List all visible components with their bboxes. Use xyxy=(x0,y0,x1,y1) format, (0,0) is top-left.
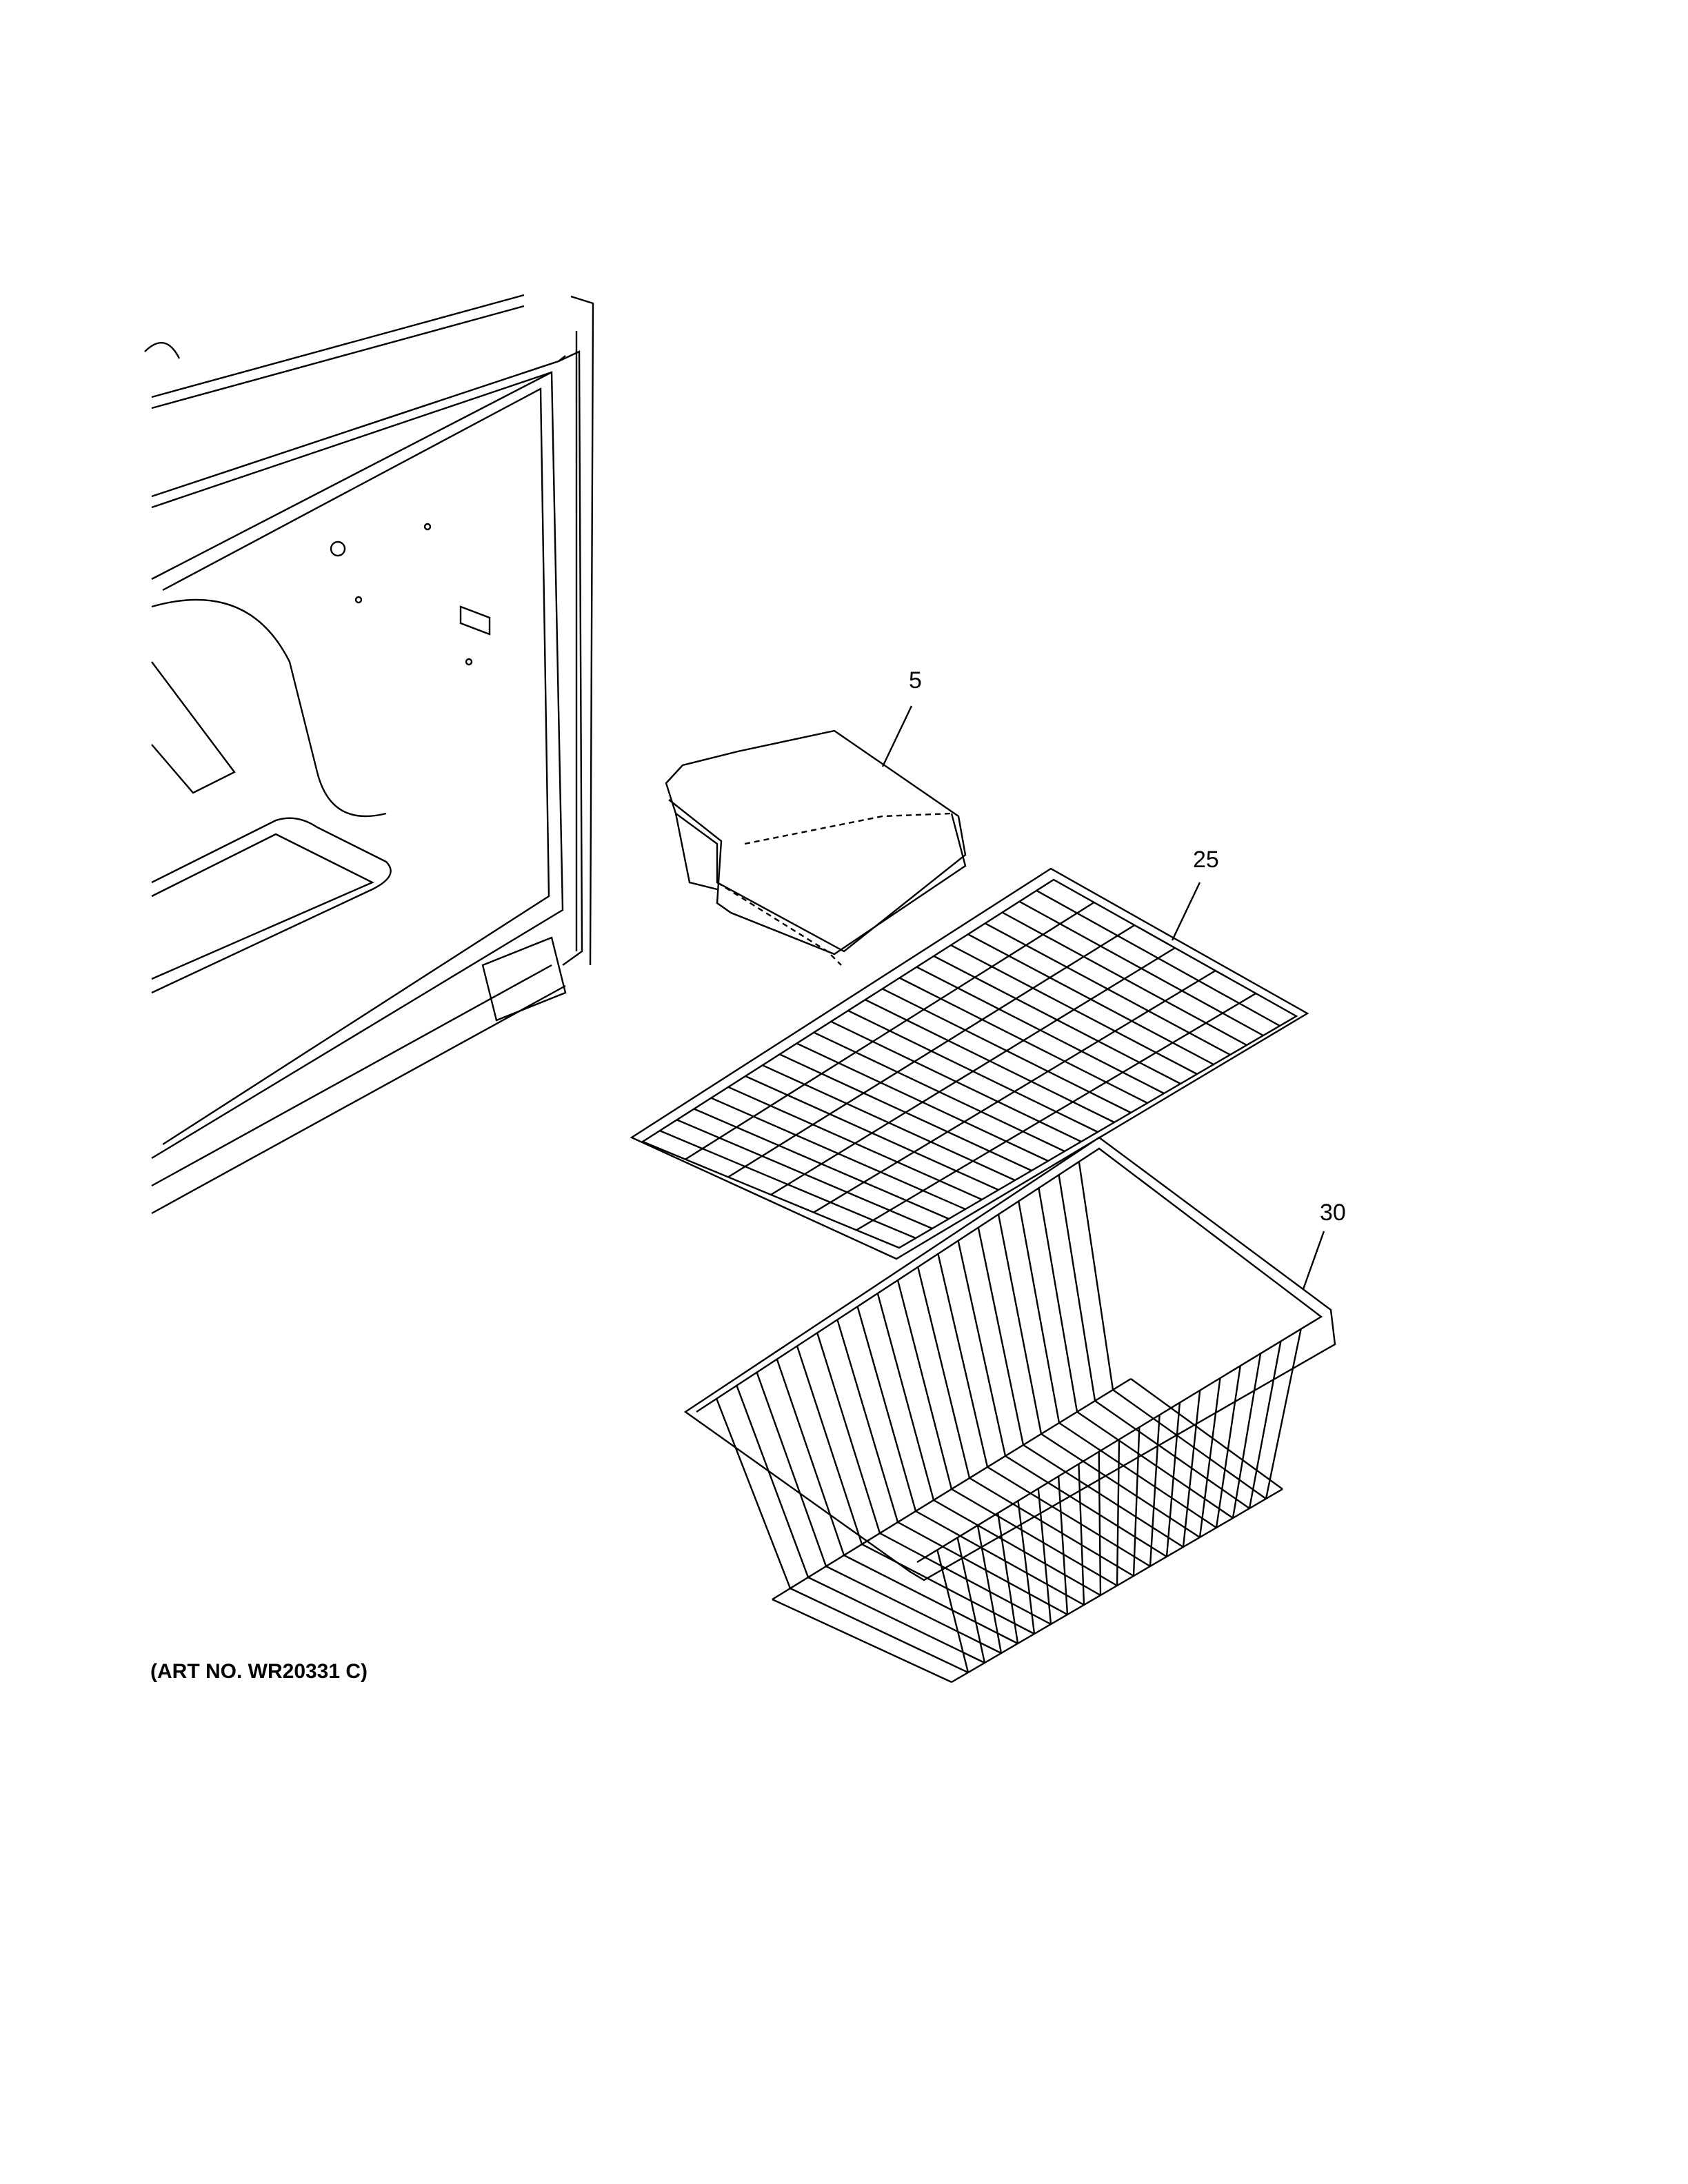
shelf-crossbar xyxy=(856,992,1256,1231)
basket-front-wire xyxy=(1116,1439,1121,1586)
freezer-cabinet xyxy=(144,294,594,1215)
basket-floor-wire xyxy=(1094,1400,1250,1509)
wire-shelf xyxy=(630,867,1309,1260)
basket-floor-wire xyxy=(1112,1389,1267,1499)
basket-front-wire xyxy=(997,1513,1019,1644)
ice-bin xyxy=(665,729,967,966)
basket-floor-wire xyxy=(1041,1433,1200,1539)
basket-side-wire xyxy=(796,1346,863,1545)
basket-bottom-edge xyxy=(772,1377,1132,1601)
basket-front-wire xyxy=(1149,1415,1160,1567)
shelf-crossbar xyxy=(770,947,1176,1196)
basket-floor-wire xyxy=(933,1499,1101,1597)
basket-front-wire xyxy=(976,1525,1003,1654)
basket-bottom-edge xyxy=(951,1488,1283,1684)
basket-front-wire xyxy=(1198,1377,1221,1538)
basket-bottom-edge xyxy=(772,1598,952,1684)
basket-side-wire xyxy=(856,1306,917,1512)
basket-front-wire xyxy=(1132,1427,1141,1577)
basket-front-wire xyxy=(1165,1402,1181,1557)
basket-floor-wire xyxy=(1058,1422,1217,1528)
basket-front-wire xyxy=(1078,1464,1085,1606)
basket-floor-wire xyxy=(790,1587,969,1674)
basket-floor-wire xyxy=(915,1510,1085,1606)
basket-front-wire xyxy=(1098,1451,1102,1596)
basket-side-wire xyxy=(716,1398,792,1589)
basket-floor-wire xyxy=(807,1576,985,1664)
art-number: (ART NO. WR20331 C) xyxy=(150,1660,368,1683)
shelf-crossbar xyxy=(813,969,1216,1213)
basket-side-wire xyxy=(836,1319,899,1523)
wire-basket xyxy=(683,1136,1336,1684)
shelf-crossbar xyxy=(685,901,1095,1160)
basket-side-wire xyxy=(1018,1201,1061,1424)
basket-floor-wire xyxy=(969,1477,1134,1577)
basket-floor-wire xyxy=(825,1565,1002,1655)
basket-floor-wire xyxy=(1005,1455,1167,1558)
basket-floor-wire xyxy=(987,1466,1151,1568)
basket-side-wire xyxy=(756,1372,827,1567)
basket-floor-wire xyxy=(879,1532,1052,1626)
basket-side-wire xyxy=(1058,1175,1096,1402)
basket-side-wire xyxy=(977,1227,1025,1446)
basket-floor-wire xyxy=(843,1554,1018,1645)
basket-side-wire xyxy=(876,1293,935,1501)
basket-side-wire xyxy=(1038,1188,1078,1413)
basket-side-wire xyxy=(997,1214,1043,1435)
basket-floor-wire xyxy=(1076,1411,1234,1519)
basket-side-wire xyxy=(776,1359,845,1556)
callout-25: 25 xyxy=(1193,847,1219,873)
shelf-crossbar xyxy=(727,924,1135,1178)
basket-floor-wire xyxy=(861,1543,1035,1635)
basket-side-wire xyxy=(896,1280,953,1490)
basket-front-wire xyxy=(1017,1500,1036,1635)
basket-front-wire xyxy=(1248,1341,1282,1509)
basket-side-wire xyxy=(957,1240,1007,1457)
basket-side-wire xyxy=(937,1253,989,1468)
basket-floor-wire xyxy=(951,1488,1118,1587)
basket-side-wire xyxy=(816,1333,881,1534)
basket-front-wire xyxy=(1215,1366,1241,1528)
basket-side-wire xyxy=(1078,1161,1114,1391)
basket-front-wire xyxy=(1037,1488,1052,1625)
basket-side-wire xyxy=(917,1266,971,1479)
callout-5: 5 xyxy=(909,667,922,694)
basket-front-wire xyxy=(1265,1328,1302,1499)
leader-lines xyxy=(881,705,1325,1290)
callout-30: 30 xyxy=(1320,1200,1346,1226)
basket-floor-wire xyxy=(897,1521,1068,1616)
basket-floor-wire xyxy=(1023,1444,1184,1548)
basket-front-wire xyxy=(1232,1353,1262,1519)
basket-bottom-edge xyxy=(1130,1378,1283,1490)
basket-side-wire xyxy=(736,1385,810,1578)
basket-front-wire xyxy=(1057,1476,1069,1615)
